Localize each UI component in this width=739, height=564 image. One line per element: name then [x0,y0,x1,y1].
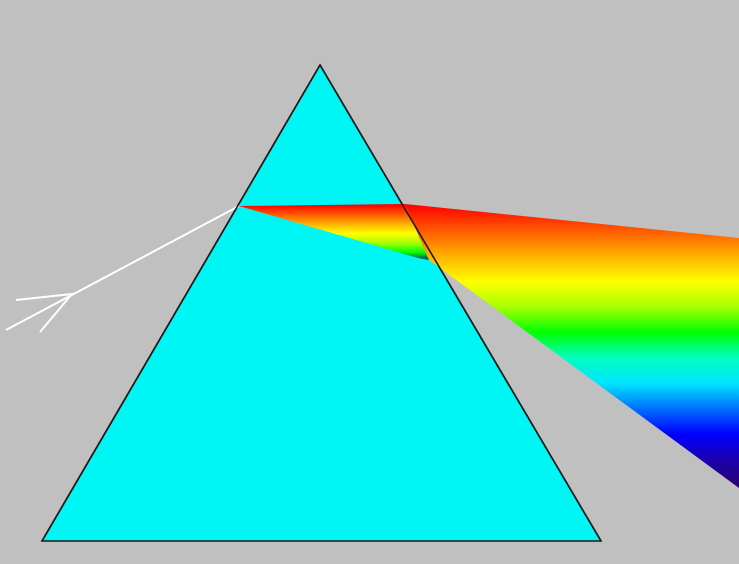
prism-diagram [0,0,739,564]
